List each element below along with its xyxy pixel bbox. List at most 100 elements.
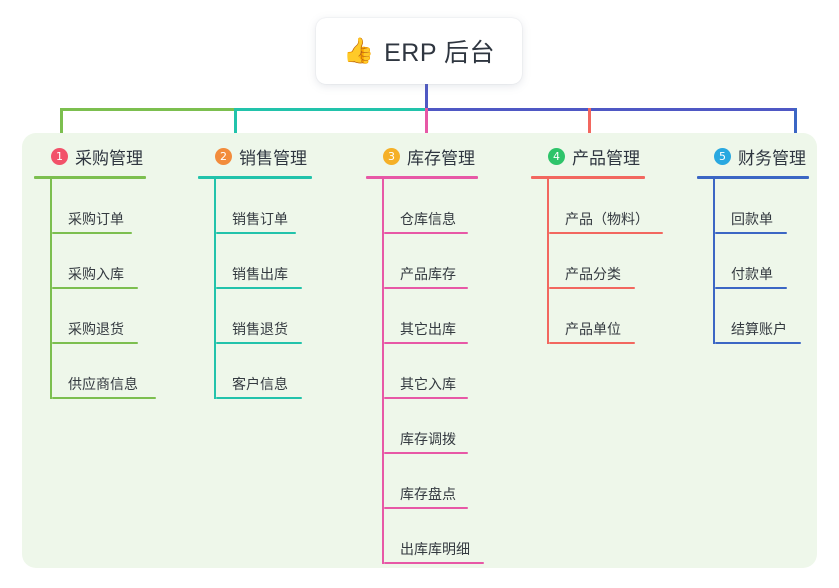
branch-number-badge: 1 [51,147,68,165]
connector-bus-segment-2 [234,108,425,111]
branch-item-rule [384,397,468,399]
branch-item[interactable]: 结算账户 [715,289,809,344]
branch-header-rule [697,176,809,179]
branch-item-list: 回款单付款单结算账户 [713,179,809,344]
branch-number-badge: 4 [548,147,565,165]
branch-item[interactable]: 库存盘点 [384,454,478,509]
branch-item-label: 库存调拨 [400,431,456,447]
branch-number-badge: 5 [714,147,731,165]
connector-bus-segment-1 [60,108,234,111]
branch-item-label: 库存盘点 [400,486,456,502]
branch-item[interactable]: 供应商信息 [52,344,156,399]
branch-item-rule [384,507,468,509]
connector-bus-segment-3 [425,108,796,111]
branch-item[interactable]: 库存调拨 [384,399,478,454]
branch-item[interactable]: 其它出库 [384,289,478,344]
branch-header-5[interactable]: 5 财务管理 [697,143,809,169]
branch-item-label: 销售出库 [232,266,288,282]
branch-header-rule [366,176,478,179]
branch-item[interactable]: 其它入库 [384,344,478,399]
branch-item-rule [52,232,132,234]
branch-item-label: 其它入库 [400,376,456,392]
branch-item-label: 出库库明细 [400,541,470,557]
root-node[interactable]: 👍 ERP 后台 [316,18,522,84]
branch-item[interactable]: 客户信息 [216,344,312,399]
branch-item-list: 采购订单采购入库采购退货供应商信息 [50,179,156,399]
branch-item-label: 付款单 [731,266,773,282]
thumbs-up-icon: 👍 [342,36,375,65]
connector-drop-2 [234,108,237,146]
branch-header-rule [34,176,146,179]
branch-item-label: 销售退货 [232,321,288,337]
branch-item[interactable]: 销售退货 [216,289,312,344]
branch-item-label: 其它出库 [400,321,456,337]
branch-item-rule [216,397,302,399]
branch-header-rule [198,176,312,179]
branch-item[interactable]: 产品单位 [549,289,649,344]
branch-item[interactable]: 采购订单 [52,179,146,234]
root-title: ERP 后台 [384,39,496,67]
branch-column-2: 2 销售管理销售订单销售出库销售退货客户信息 [198,143,312,399]
branch-item-rule [715,287,787,289]
branch-item[interactable]: 产品分类 [549,234,649,289]
branch-item-rule [549,232,663,234]
branch-header-2[interactable]: 2 销售管理 [198,143,312,169]
branch-item-label: 销售订单 [232,211,288,227]
branch-item-rule [216,342,302,344]
branch-item-list: 产品（物料） 产品分类产品单位 [547,179,663,344]
branch-item[interactable]: 付款单 [715,234,809,289]
branch-title: 库存管理 [407,148,475,168]
branch-item-list: 仓库信息产品库存其它出库其它入库库存调拨库存盘点出库库明细 [382,179,484,564]
branch-item-label: 仓库信息 [400,211,456,227]
branch-item-rule [52,397,156,399]
branch-item-rule [52,342,138,344]
branch-item-rule [384,287,468,289]
branch-number-badge: 3 [383,147,400,165]
connector-drop-3 [425,108,428,146]
branch-column-4: 4 产品管理产品（物料） 产品分类产品单位 [531,143,663,344]
branch-item-label: 供应商信息 [68,376,138,392]
branch-item-rule [549,287,635,289]
branch-header-3[interactable]: 3 库存管理 [366,143,478,169]
branch-item-label: 采购入库 [68,266,124,282]
branch-item-label: 产品分类 [565,266,621,282]
branch-title: 财务管理 [738,148,806,168]
branch-item-label: 采购退货 [68,321,124,337]
connector-drop-4 [588,108,591,146]
connector-drop-5 [794,108,797,146]
branch-column-5: 5 财务管理回款单付款单结算账户 [697,143,809,344]
branch-item[interactable]: 仓库信息 [384,179,478,234]
branch-item[interactable]: 回款单 [715,179,809,234]
branch-item[interactable]: 产品（物料） [549,179,663,234]
branch-item[interactable]: 销售订单 [216,179,312,234]
branch-title: 产品管理 [572,148,640,168]
branch-item-label: 客户信息 [232,376,288,392]
branch-item-rule [384,562,484,564]
branch-item[interactable]: 采购入库 [52,234,146,289]
branch-item[interactable]: 销售出库 [216,234,312,289]
branch-item-rule [715,342,801,344]
branch-item[interactable]: 出库库明细 [384,509,484,564]
branch-title: 销售管理 [239,148,307,168]
branch-header-4[interactable]: 4 产品管理 [531,143,649,169]
branch-item-rule [549,342,635,344]
branch-item-rule [216,232,296,234]
branch-item-label: 回款单 [731,211,773,227]
branch-column-3: 3 库存管理仓库信息产品库存其它出库其它入库库存调拨库存盘点出库库明细 [366,143,484,564]
branch-item-label: 采购订单 [68,211,124,227]
branch-item-list: 销售订单销售出库销售退货客户信息 [214,179,312,399]
branch-item-label: 产品单位 [565,321,621,337]
branch-number-badge: 2 [215,147,232,165]
branch-item[interactable]: 采购退货 [52,289,146,344]
branch-item-label: 产品（物料） [565,211,649,227]
branch-item-rule [384,232,468,234]
branch-item[interactable]: 产品库存 [384,234,478,289]
branch-item-rule [384,342,468,344]
connector-trunk [425,84,428,110]
branches-panel [22,133,817,568]
branch-item-rule [384,452,468,454]
branch-item-label: 产品库存 [400,266,456,282]
